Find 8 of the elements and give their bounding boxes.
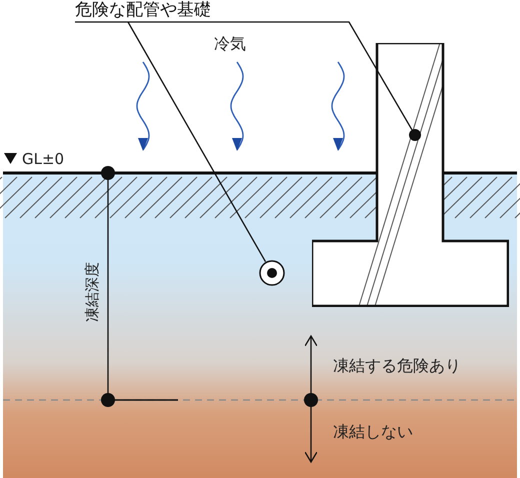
text-label: 凍結しない (333, 422, 413, 442)
text-label: 凍結する危険あり (333, 356, 461, 376)
callout-text: 危険な配管や基礎 (75, 0, 211, 20)
leader-line (75, 21, 421, 141)
text-label: 冷気 (214, 34, 246, 54)
text-label: GL±0 (22, 149, 64, 169)
leader-line (127, 22, 266, 262)
depth-label: 凍結深度 (82, 262, 102, 322)
